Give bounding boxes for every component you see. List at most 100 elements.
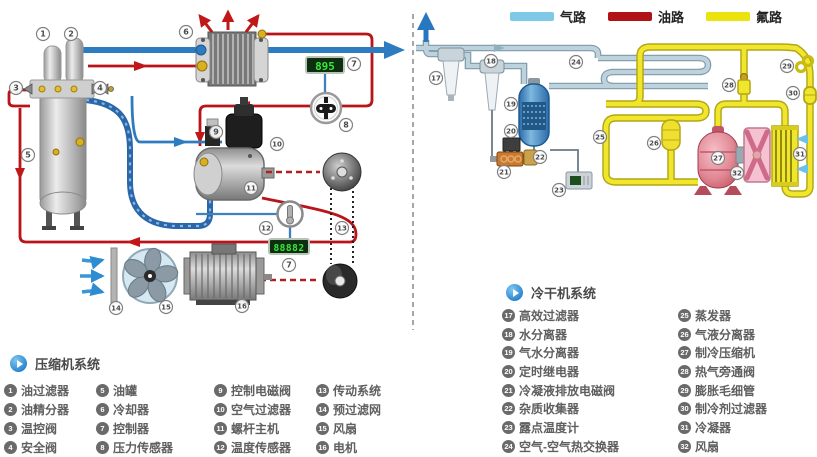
high-efficiency-filter: [437, 47, 465, 101]
water-separator: [479, 59, 505, 111]
pre-filter-screen: [110, 247, 118, 305]
item-label: 温度传感器: [231, 441, 292, 455]
item-label: 膨胀毛细管: [695, 383, 756, 398]
item-number-badge: 20: [502, 364, 515, 378]
belt: [330, 186, 354, 266]
svg-text:17: 17: [431, 75, 441, 83]
item-label: 高效过滤器: [519, 308, 580, 323]
item-number-badge: 16: [316, 441, 329, 454]
item-label: 蒸发器: [695, 308, 732, 323]
refrigerant-filter: [803, 86, 817, 105]
svg-text:19: 19: [506, 101, 516, 109]
oil-tank: [10, 37, 114, 230]
display-value-1: 895: [315, 60, 335, 73]
marker-20: 20: [503, 123, 519, 139]
svg-text:6: 6: [183, 28, 189, 37]
item-label: 制冷压缩机: [695, 346, 756, 361]
list-item-19: 19 气水分离器: [502, 343, 678, 362]
item-label: 油过滤器: [21, 384, 70, 398]
item-label: 气水分离器: [519, 346, 580, 361]
pressure-sensor: [309, 91, 343, 125]
item-label: 控制器: [113, 422, 150, 436]
svg-text:8: 8: [343, 121, 349, 130]
section-title: 压缩机系统: [35, 357, 101, 372]
oil-separator: [65, 37, 84, 85]
item-number-badge: 21: [502, 383, 515, 397]
marker-14: 14: [108, 300, 124, 316]
marker-1: 1: [35, 26, 51, 42]
play-icon: [10, 355, 27, 372]
item-number-badge: 8: [96, 441, 109, 454]
controller-display-1: [305, 56, 345, 74]
item-label: 露点温度计: [519, 420, 580, 435]
marker-5: 5: [20, 147, 36, 163]
svg-text:24: 24: [571, 59, 581, 67]
legend-item-fluorine-path: 氟路: [706, 7, 782, 26]
oil-cooler: [195, 29, 269, 87]
svg-text:30: 30: [788, 90, 798, 98]
cooler-oil-port: [196, 60, 208, 72]
marker-16: 16: [234, 298, 250, 314]
svg-text:2: 2: [68, 30, 74, 39]
item-label: 压力传感器: [113, 441, 174, 455]
air-filter: [225, 97, 263, 149]
air-water-separator: [518, 78, 550, 147]
item-number-badge: 18: [502, 327, 515, 341]
item-label: 传动系统: [333, 384, 382, 398]
marker-22: 22: [532, 149, 548, 165]
air-branch-pipe: [130, 95, 222, 144]
cooler-air-port: [195, 44, 207, 56]
item-number-badge: 25: [678, 308, 691, 322]
svg-text:18: 18: [486, 58, 496, 66]
item-number-badge: 10: [214, 403, 227, 416]
item-label: 热气旁通阀: [695, 364, 756, 379]
heat-arrows: [198, 9, 260, 33]
legend-label: 气路: [560, 10, 587, 25]
marker-4: 4: [92, 80, 108, 96]
svg-text:20: 20: [506, 128, 516, 136]
svg-text:9: 9: [213, 128, 219, 137]
marker-13: 13: [334, 220, 350, 236]
legend: 气路油路氟路: [510, 7, 782, 26]
marker-12: 12: [258, 220, 274, 236]
item-number-badge: 22: [502, 402, 515, 416]
marker-27: 27: [710, 150, 726, 166]
item-label: 空气-空气热交换器: [519, 439, 619, 454]
marker-25: 25: [592, 129, 608, 145]
marker-32: 32: [729, 165, 745, 181]
marker-29: 29: [779, 58, 795, 74]
svg-text:21: 21: [499, 169, 509, 177]
system-diagram: 895 88882 123456789101112713141516171819…: [7, 9, 817, 330]
item-number-badge: 19: [502, 346, 515, 360]
motor: [183, 243, 272, 305]
svg-text:7: 7: [286, 261, 292, 270]
item-label: 安全阀: [21, 441, 58, 455]
item-number-badge: 5: [96, 384, 109, 397]
cooling-fan: [122, 247, 179, 304]
oil-pipes: [7, 32, 374, 244]
item-number-badge: 12: [214, 441, 227, 454]
svg-text:15: 15: [161, 304, 171, 312]
item-number-badge: 11: [214, 422, 227, 435]
marker-15: 15: [158, 299, 174, 315]
refrigeration-compressor: [694, 126, 742, 195]
marker-26: 26: [646, 135, 662, 151]
drive-pulley: [322, 152, 362, 192]
item-number-badge: 2: [4, 403, 17, 416]
display-value-2: 88882: [273, 243, 304, 254]
svg-text:5: 5: [25, 151, 31, 160]
marker-2: 2: [63, 26, 79, 42]
